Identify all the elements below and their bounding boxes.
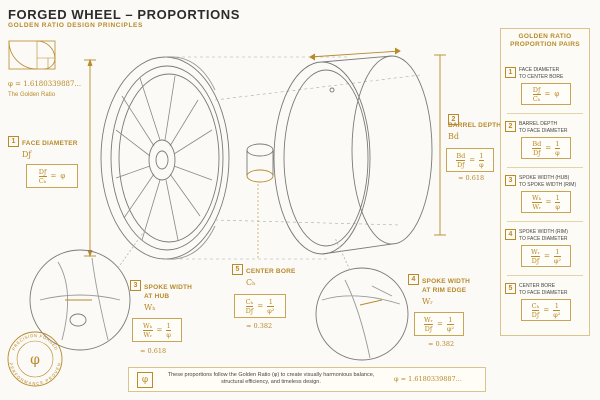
page-title: FORGED WHEEL – PROPORTIONS	[8, 7, 241, 22]
face-diameter-dimension	[84, 58, 96, 258]
panel-title: GOLDEN RATIO PROPORTION PAIRS	[510, 33, 580, 48]
approx-value: ≈ 0.618	[140, 347, 167, 355]
callout-symbol: Wᵣ	[422, 297, 433, 306]
callout-label: CENTER BORE	[246, 268, 296, 275]
barrel-front-inner	[283, 69, 369, 247]
wheel-illustration	[29, 47, 446, 361]
panel-divider	[507, 113, 583, 114]
wheel-face-outer	[100, 56, 230, 260]
wheel-face-depth	[164, 56, 216, 260]
panel-divider	[507, 167, 583, 168]
golden-ratio-caption: The Golden Ratio	[8, 92, 56, 98]
wheel-spokes	[115, 75, 213, 241]
seal-glyph: φ	[30, 352, 40, 368]
projection-lines	[170, 56, 421, 260]
barrel-depth-dimension	[309, 47, 446, 236]
golden-ratio-value: φ = 1.6180339887...	[8, 80, 82, 88]
center-bore-ring-top	[246, 143, 274, 157]
golden-spiral-icon	[8, 40, 56, 70]
callout-label-line2: AT RIM EDGE	[422, 287, 467, 294]
footer-text: These proportions follow the Golden Rati…	[167, 372, 375, 385]
wheel-face-rim	[110, 65, 224, 251]
zoom-leader-right	[334, 237, 351, 271]
approx-value: ≈ 0.382	[428, 340, 455, 348]
callout-label: SPOKE WIDTH	[422, 278, 471, 285]
wheel-center-cap	[155, 150, 169, 170]
pair-number: 3	[505, 175, 516, 186]
callout-number: 5	[232, 264, 243, 275]
callout-label: SPOKE WIDTH	[144, 284, 193, 291]
footer-note: φ These proportions follow the Golden Ra…	[128, 367, 486, 392]
precision-seal: PRECISION FORGED PERFORMANCE PROVEN φ	[7, 331, 63, 387]
svg-text:PRECISION FORGED: PRECISION FORGED	[11, 333, 59, 351]
barrel-valve-hole	[329, 87, 335, 93]
callout-number: 4	[408, 274, 419, 285]
spoke-hub-zoom	[29, 249, 131, 351]
wheel-face-inner	[118, 73, 220, 243]
approx-value: ≈ 0.618	[458, 174, 485, 182]
pair-number: 1	[505, 67, 516, 78]
panel-divider	[507, 221, 583, 222]
callout-label: FACE DIAMETER	[22, 140, 78, 147]
pair-label: SPOKE WIDTH (HUB)TO SPOKE WIDTH (RIM)	[519, 175, 577, 188]
callout-symbol: Cₕ	[246, 278, 256, 287]
callout-label-line2: AT HUB	[144, 293, 170, 300]
wheel-hub	[148, 139, 176, 181]
center-bore-ring-body	[246, 150, 274, 176]
center-bore-ring-bottom	[246, 169, 274, 183]
callout-symbol: Dƒ	[22, 150, 32, 159]
callout-number: 3	[130, 280, 141, 291]
phi-icon: φ	[137, 372, 153, 388]
seal-top-text: PRECISION FORGED	[11, 333, 58, 351]
zoom-leader-left	[117, 229, 146, 269]
barrel-edges	[321, 55, 393, 255]
approx-value: ≈ 0.382	[246, 322, 273, 330]
pair-number: 5	[505, 283, 516, 294]
callout-symbol: Bd	[448, 132, 459, 141]
callout-label: BARREL DEPTH	[448, 122, 502, 129]
callout-symbol: Wₕ	[144, 303, 156, 312]
spoke-rim-zoom	[315, 267, 409, 361]
callout-number: 2	[448, 114, 459, 125]
page-subtitle: GOLDEN RATIO DESIGN PRINCIPLES	[8, 22, 143, 29]
callout-number: 1	[8, 136, 19, 147]
pair-number: 2	[505, 121, 516, 132]
pair-number: 4	[505, 229, 516, 240]
panel-divider	[507, 275, 583, 276]
pair-label: SPOKE WIDTH (RIM)TO FACE DIAMETER	[519, 229, 568, 242]
barrel-back-rim	[351, 55, 433, 245]
footer-phi-value: φ = 1.6180339887...	[394, 375, 462, 383]
